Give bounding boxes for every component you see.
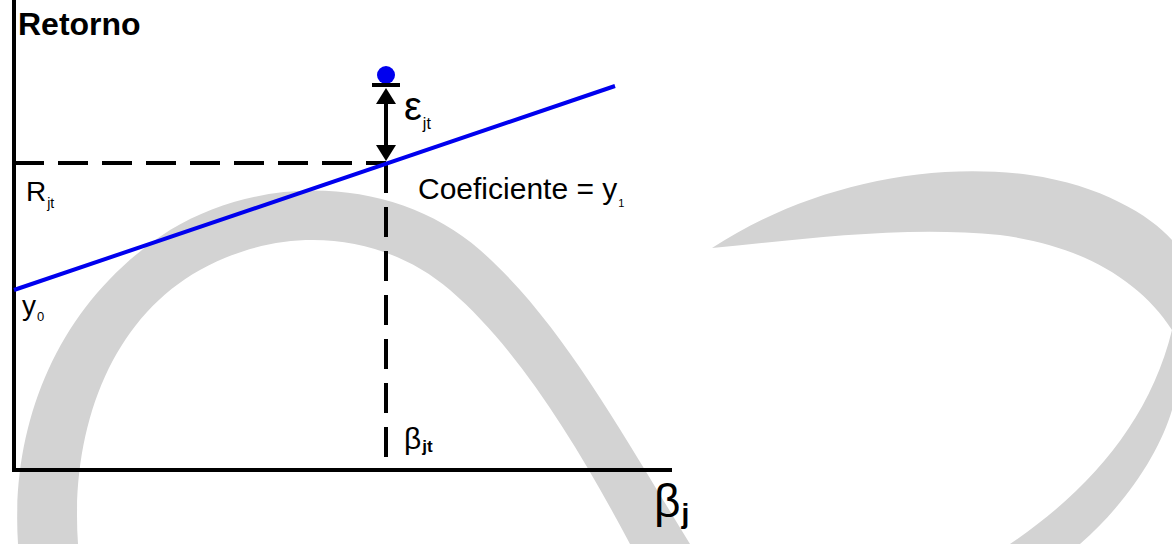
intercept-label: y <box>22 292 36 320</box>
subscript: 1 <box>618 198 624 209</box>
beta-label: β <box>404 424 421 454</box>
slope-label: Coeficiente = y <box>418 174 617 204</box>
subscript: jt <box>47 196 54 210</box>
data-point <box>377 66 395 84</box>
subscript: jt <box>422 438 432 455</box>
residual-symbol: ε <box>404 86 422 126</box>
axis-title: Retorno <box>18 8 141 40</box>
subscript: 0 <box>37 310 44 323</box>
dashed-guides <box>14 163 386 468</box>
residual-arrow <box>372 85 400 161</box>
axes <box>12 0 672 472</box>
watermark <box>17 171 1172 544</box>
subscript: jt <box>423 116 431 132</box>
return-label: R <box>26 178 46 206</box>
axis-title: β <box>654 478 680 524</box>
subscript: j <box>681 500 689 528</box>
